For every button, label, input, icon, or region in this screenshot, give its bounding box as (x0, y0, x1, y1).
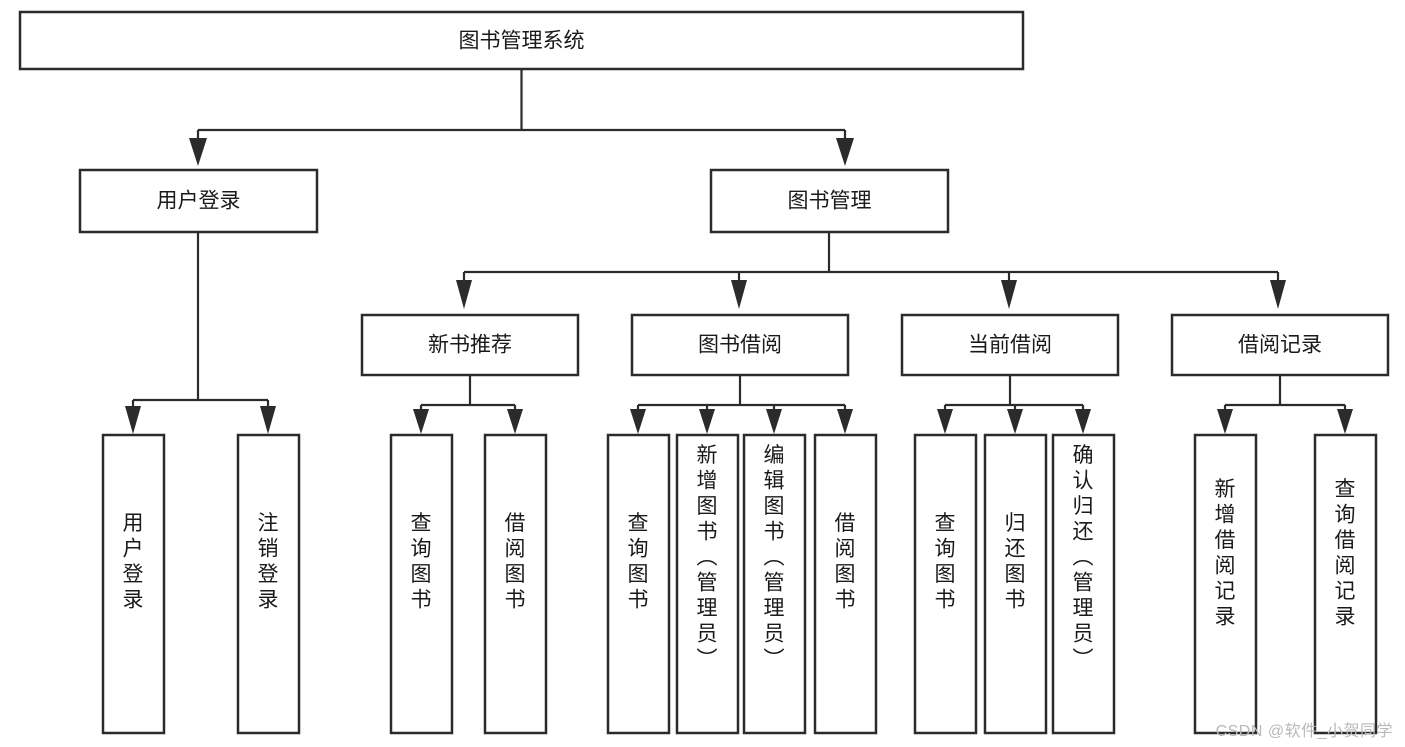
new-book-recommend-box (360, 313, 580, 377)
leaf-node-add-book-admin[interactable]: 新增图书︵管理员︶ (675, 433, 740, 735)
leaf-box-borrow-book-2 (813, 433, 878, 735)
leaf-label-borrow-book-1: 借阅图书 (505, 512, 526, 612)
leaf-box-add-book-admin (675, 433, 740, 735)
leaf-node-query-borrow-record[interactable]: 查询借阅记录 (1313, 433, 1378, 735)
leaf-node-query-book-3[interactable]: 查询图书 (913, 433, 978, 735)
node-book-management[interactable]: 图书管理 (709, 168, 950, 234)
leaf-box-borrow-book-1 (483, 433, 548, 735)
arrow-bookmgmt-to-record (1270, 280, 1286, 309)
arrow-current-leaf-1 (937, 409, 953, 434)
node-root-book-management-system[interactable]: 图书管理系统 (18, 10, 1025, 71)
arrow-current-leaf-2 (1007, 409, 1023, 434)
node-current-borrow[interactable]: 当前借阅 (900, 313, 1120, 377)
leaf-label-query-borrow-record: 查询借阅记录 (1335, 478, 1356, 629)
arrow-record-leaf-1 (1217, 409, 1233, 434)
arrow-userlogin-leaf-1 (125, 406, 141, 434)
user-login-box (78, 168, 319, 234)
arrow-borrow-leaf-4 (837, 409, 853, 434)
leaf-label-logout: 注销登录 (258, 512, 279, 612)
leaf-box-user-login (101, 433, 166, 735)
leaf-box-query-borrow-record (1313, 433, 1378, 735)
leaf-node-logout[interactable]: 注销登录 (236, 433, 301, 735)
leaf-label-query-book-1: 查询图书 (411, 512, 432, 612)
leaf-label-query-book-3: 查询图书 (935, 512, 956, 612)
leaf-label-confirm-return-admin: 确认归还︵管理员︶ (1073, 444, 1094, 671)
node-borrow-record[interactable]: 借阅记录 (1170, 313, 1390, 377)
root-label: 图书管理系统 (459, 30, 585, 53)
leaf-box-query-book-3 (913, 433, 978, 735)
leaf-box-add-borrow-record (1193, 433, 1258, 735)
connectors-group (125, 69, 1353, 434)
root-box (18, 10, 1025, 71)
leaf-node-edit-book-admin[interactable]: 编辑图书︵管理员︶ (742, 433, 807, 735)
arrow-bookmgmt-to-current (1001, 280, 1017, 309)
leaf-label-return-book: 归还图书 (1005, 512, 1026, 612)
node-user-login[interactable]: 用户登录 (78, 168, 319, 234)
leaf-box-return-book (983, 433, 1048, 735)
current-borrow-box (900, 313, 1120, 377)
arrow-borrow-leaf-1 (630, 409, 646, 434)
leaf-label-query-book-2: 查询图书 (628, 512, 649, 612)
book-borrow-label: 图书借阅 (698, 334, 782, 357)
current-borrow-label: 当前借阅 (968, 334, 1052, 357)
arrow-bookmgmt-to-borrow (731, 280, 747, 309)
leaf-node-add-borrow-record[interactable]: 新增借阅记录 (1193, 433, 1258, 735)
arrow-userlogin-leaf-2 (260, 406, 276, 434)
leaf-label-add-borrow-record: 新增借阅记录 (1215, 478, 1236, 629)
leaf-node-return-book[interactable]: 归还图书 (983, 433, 1048, 735)
leaf-node-query-book-2[interactable]: 查询图书 (606, 433, 671, 735)
leaf-box-query-book-1 (389, 433, 454, 735)
leaf-box-edit-book-admin (742, 433, 807, 735)
node-book-borrow[interactable]: 图书借阅 (630, 313, 850, 377)
arrow-record-leaf-2 (1337, 409, 1353, 434)
arrow-root-to-book-mgmt (836, 138, 854, 166)
leaf-box-logout (236, 433, 301, 735)
leaf-label-edit-book-admin: 编辑图书︵管理员︶ (764, 444, 785, 671)
arrow-newbook-leaf-2 (507, 409, 523, 434)
borrow-record-box (1170, 313, 1390, 377)
leaf-node-borrow-book-2[interactable]: 借阅图书 (813, 433, 878, 735)
new-book-recommend-label: 新书推荐 (428, 334, 512, 357)
arrow-newbook-leaf-1 (413, 409, 429, 434)
arrow-bookmgmt-to-newbook (456, 280, 472, 309)
arrow-borrow-leaf-3 (766, 409, 782, 434)
book-management-box (709, 168, 950, 234)
arrow-root-to-user-login (189, 138, 207, 166)
leaf-node-user-login[interactable]: 用户登录 (101, 433, 166, 735)
leaf-label-add-book-admin: 新增图书︵管理员︶ (697, 444, 718, 671)
book-borrow-box (630, 313, 850, 377)
borrow-record-label: 借阅记录 (1238, 334, 1322, 357)
leaf-node-borrow-book-1[interactable]: 借阅图书 (483, 433, 548, 735)
node-new-book-recommend[interactable]: 新书推荐 (360, 313, 580, 377)
leaf-box-confirm-return-admin (1051, 433, 1116, 735)
user-login-label: 用户登录 (157, 190, 241, 213)
arrow-current-leaf-3 (1075, 409, 1091, 434)
book-management-label: 图书管理 (788, 190, 872, 213)
leaf-label-borrow-book-2: 借阅图书 (835, 512, 856, 612)
leaf-node-confirm-return-admin[interactable]: 确认归还︵管理员︶ (1051, 433, 1116, 735)
arrow-borrow-leaf-2 (699, 409, 715, 434)
leaf-label-user-login: 用户登录 (123, 512, 144, 612)
leaf-node-query-book-1[interactable]: 查询图书 (389, 433, 454, 735)
leaf-box-query-book-2 (606, 433, 671, 735)
